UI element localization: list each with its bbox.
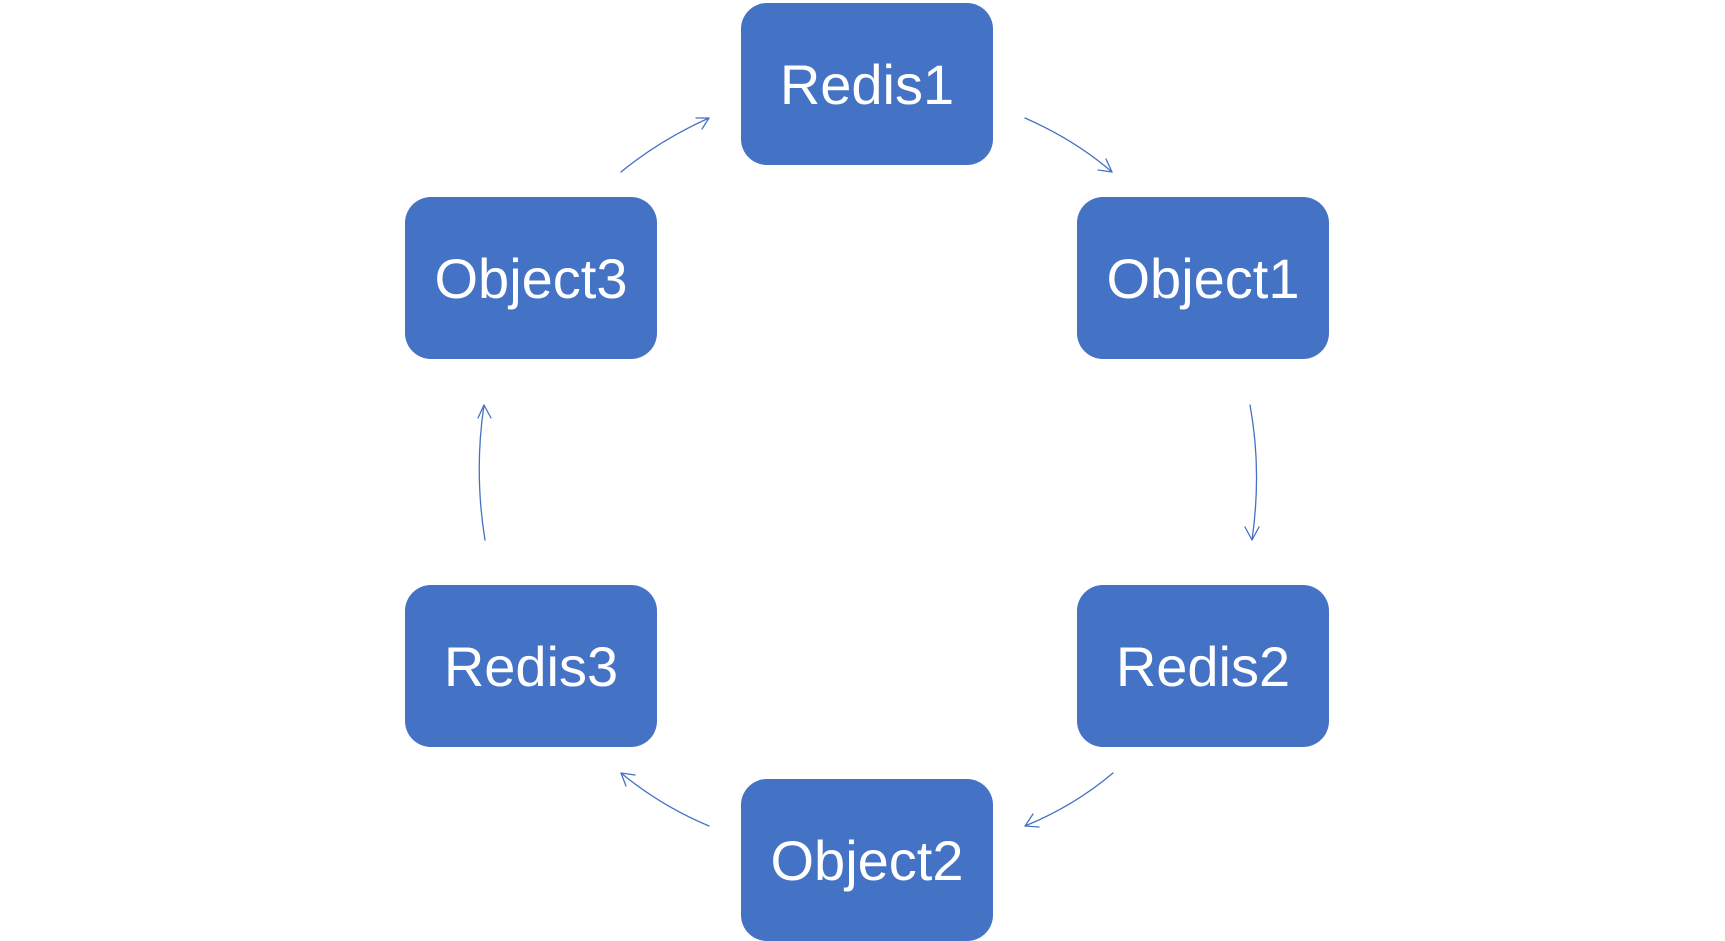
edge-redis3-object3 <box>477 404 492 541</box>
node-object3: Object3 <box>405 197 657 359</box>
edge-redis1-object1 <box>1024 117 1113 173</box>
edge-redis2-object2 <box>1024 772 1114 828</box>
node-redis1: Redis1 <box>741 3 993 165</box>
node-redis3: Redis3 <box>405 585 657 747</box>
edge-object3-redis1 <box>620 117 710 173</box>
node-object2: Object2 <box>741 779 993 941</box>
node-object1: Object1 <box>1077 197 1329 359</box>
node-redis2: Redis2 <box>1077 585 1329 747</box>
edge-object2-redis3 <box>620 772 710 827</box>
edge-object1-redis2 <box>1244 404 1260 541</box>
